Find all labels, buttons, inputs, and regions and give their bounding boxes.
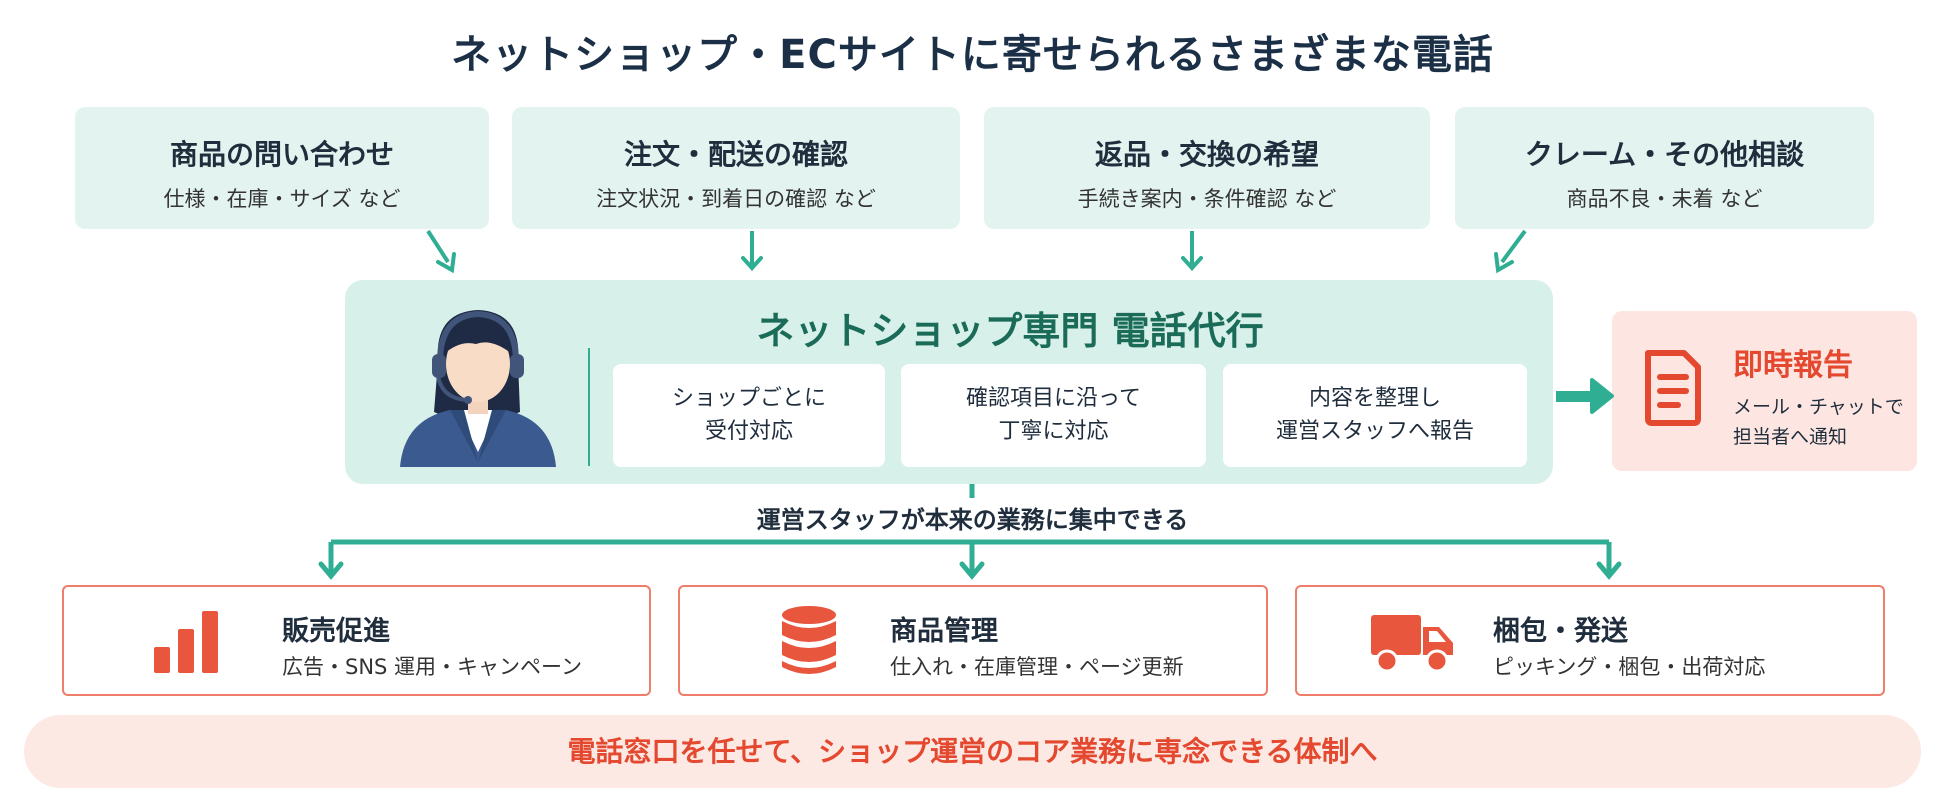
task-title: 梱包・発送 xyxy=(1493,616,1628,647)
step-line: 確認項目に沿って xyxy=(966,386,1141,411)
task-sub: 広告・SNS 運用・キャンペーン xyxy=(282,655,582,679)
report-title: 即時報告 xyxy=(1733,348,1853,383)
step-line: ショップごとに xyxy=(671,386,826,411)
focus-text: 運営スタッフが本来の業務に集中できる xyxy=(756,506,1189,534)
inquiry-sub: 注文状況・到着日の確認 など xyxy=(596,187,876,211)
report-sub: メール・チャットで 担当者へ通知 xyxy=(1733,392,1904,452)
truck-icon xyxy=(1371,615,1453,673)
step-handling: 確認項目に沿って 丁寧に対応 xyxy=(901,364,1206,467)
inquiry-order: 注文・配送の確認 注文状況・到着日の確認 など xyxy=(512,107,960,229)
conclusion-banner: 電話窓口を任せて、ショップ運営のコア業務に専念できる体制へ xyxy=(24,715,1921,788)
arrow-head xyxy=(1596,561,1622,580)
step-reception: ショップごとに 受付対応 xyxy=(613,364,885,467)
divider xyxy=(588,348,590,466)
inquiry-sub: 手続き案内・条件確認 など xyxy=(1077,187,1337,211)
inquiry-claim: クレーム・その他相談 商品不良・未着 など xyxy=(1455,107,1874,229)
inquiry-title: 商品の問い合わせ xyxy=(169,138,394,171)
arrow-head xyxy=(741,256,763,271)
report-line: メール・チャットで xyxy=(1733,396,1904,418)
arrow-head xyxy=(318,561,344,580)
task-title: 販売促進 xyxy=(282,616,390,647)
step-line: 丁寧に対応 xyxy=(998,419,1109,444)
step-report: 内容を整理し 運営スタッフへ報告 xyxy=(1223,364,1527,467)
arrow-right-shaft xyxy=(1556,391,1596,402)
step-line: 内容を整理し xyxy=(1308,386,1441,411)
arrow-down xyxy=(426,229,450,264)
inquiry-return: 返品・交換の希望 手続き案内・条件確認 など xyxy=(984,107,1430,229)
task-product: 商品管理 仕入れ・在庫管理・ページ更新 xyxy=(678,585,1268,696)
arrow-right-head xyxy=(1590,378,1614,414)
step-line: 運営スタッフへ報告 xyxy=(1275,419,1474,444)
inquiry-title: 返品・交換の希望 xyxy=(1094,138,1319,171)
task-title: 商品管理 xyxy=(890,616,998,647)
arrow-head xyxy=(436,252,456,274)
arrow-head xyxy=(1181,256,1203,271)
arrow-head xyxy=(1494,252,1514,274)
operator-icon xyxy=(400,310,556,467)
task-sub: 仕入れ・在庫管理・ページ更新 xyxy=(890,655,1184,679)
database-icon xyxy=(782,606,836,674)
arrow-head xyxy=(959,561,985,580)
inquiry-title: クレーム・その他相談 xyxy=(1524,138,1805,171)
inquiry-title: 注文・配送の確認 xyxy=(623,138,848,171)
service-title: ネットショップ専門 電話代行 xyxy=(756,309,1264,353)
document-icon xyxy=(1645,350,1701,426)
page-title: ネットショップ・ECサイトに寄せられるさまざまな電話 xyxy=(451,32,1494,78)
inquiry-sub: 仕様・在庫・サイズ など xyxy=(163,187,401,211)
task-shipping: 梱包・発送 ピッキング・梱包・出荷対応 xyxy=(1295,585,1885,696)
task-promotion: 販売促進 広告・SNS 運用・キャンペーン xyxy=(62,585,651,696)
task-sub: ピッキング・梱包・出荷対応 xyxy=(1493,655,1766,679)
inquiry-product: 商品の問い合わせ 仕様・在庫・サイズ など xyxy=(75,107,489,229)
arrow-down xyxy=(1500,229,1527,264)
step-line: 受付対応 xyxy=(704,419,793,444)
report-line: 担当者へ通知 xyxy=(1733,426,1848,448)
inquiry-sub: 商品不良・未着 など xyxy=(1566,187,1763,211)
bar-chart-icon xyxy=(154,611,218,673)
